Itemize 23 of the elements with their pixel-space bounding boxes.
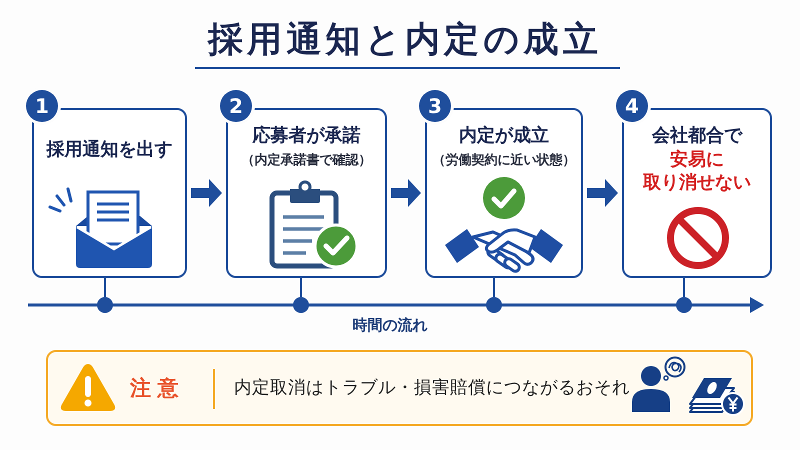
step-title: 採用通知を出す bbox=[46, 138, 172, 162]
step-title: 内定が成立 bbox=[459, 124, 549, 148]
step-note: （内定承諾書で確認） bbox=[242, 152, 372, 170]
step-number: 3 bbox=[419, 90, 451, 122]
step-title: 応募者が承諾 bbox=[252, 124, 360, 148]
title: 採用通知と内定の成立 bbox=[206, 19, 603, 62]
arrow bbox=[391, 179, 421, 207]
timeline-label: 時間の流れ bbox=[352, 315, 428, 336]
step-note: （労働契約に近い状態） bbox=[432, 152, 576, 170]
connector-line bbox=[683, 278, 685, 297]
connector-line bbox=[300, 278, 302, 297]
caution-heading: 注意 bbox=[130, 375, 185, 402]
connector-line bbox=[104, 278, 106, 297]
warning-text: 安易に取り消せない bbox=[643, 148, 751, 194]
arrow bbox=[191, 179, 222, 207]
step-number: 4 bbox=[616, 90, 648, 122]
connector-line bbox=[493, 278, 495, 297]
step-title: 会社都合で bbox=[652, 124, 742, 148]
arrow bbox=[587, 179, 618, 207]
step-number: 2 bbox=[220, 90, 252, 122]
step-number: 1 bbox=[26, 90, 58, 122]
caution-panel bbox=[46, 350, 753, 426]
caution-text: 内定取消はトラブル・損害賠償につながるおそれ bbox=[234, 377, 630, 400]
